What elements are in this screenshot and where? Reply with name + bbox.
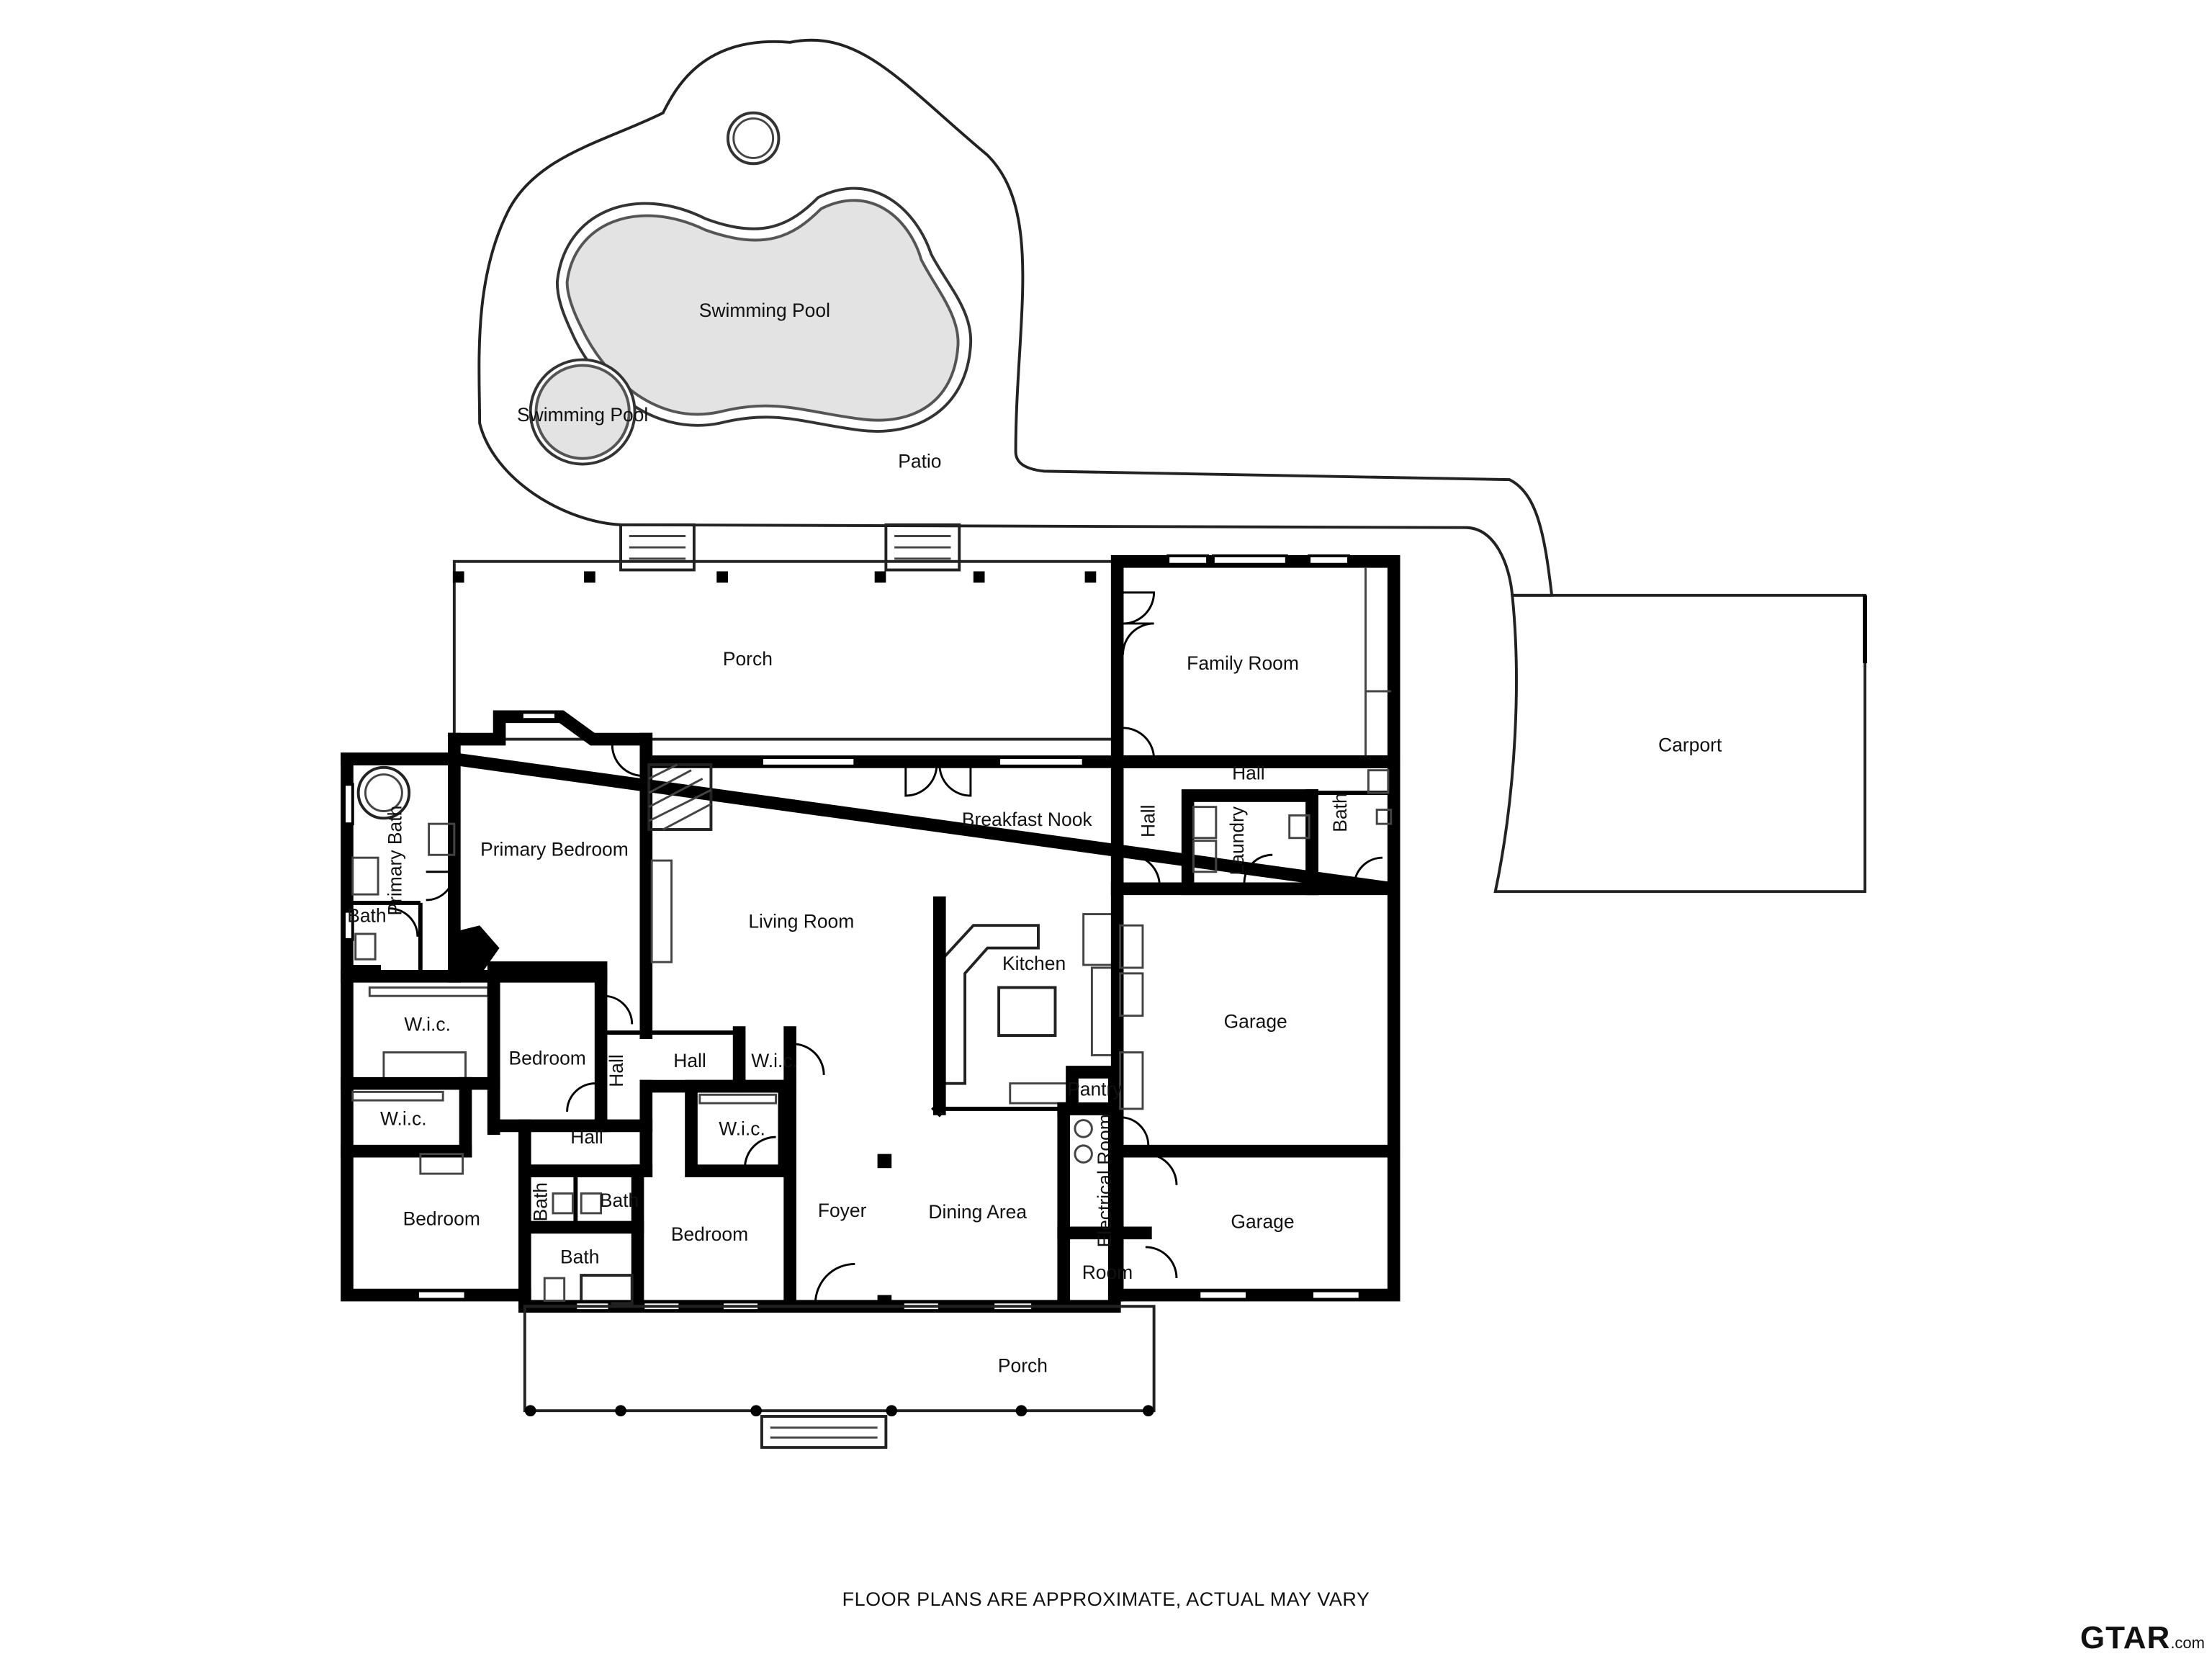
back-steps-left <box>619 523 696 572</box>
label-wic-small-center: W.i.c. <box>751 1050 798 1071</box>
label-bath-lower: Bath <box>560 1246 599 1268</box>
label-family-room: Family Room <box>1187 652 1299 674</box>
label-hall-lower: Hall <box>570 1126 603 1148</box>
label-kitchen: Kitchen <box>1002 953 1066 974</box>
gtar-logo: GTAR.com <box>2080 1620 2205 1656</box>
label-bath-small: Bath <box>347 904 386 926</box>
label-room: Room <box>1082 1262 1133 1283</box>
label-bath-vertical-left: Bath <box>529 1182 551 1221</box>
label-porch-back: Porch <box>723 648 773 670</box>
label-hall-center: Hall <box>673 1050 706 1071</box>
label-hall-vertical: Hall <box>1138 804 1159 837</box>
back-steps-right <box>884 523 961 572</box>
label-wic-left-lower: W.i.c. <box>380 1108 427 1130</box>
label-pantry: Pantry <box>1067 1078 1123 1100</box>
label-bedroom-middle: Bedroom <box>509 1047 586 1069</box>
label-wic-primary: W.i.c. <box>404 1013 451 1035</box>
label-bath-laundry: Bath <box>1329 793 1351 832</box>
logo-suffix-text: .com <box>2170 1634 2205 1652</box>
carport-outline <box>1493 593 1866 894</box>
label-bedroom-left: Bedroom <box>403 1208 480 1230</box>
spa-ring <box>726 111 781 166</box>
label-electrical-room: Electrical Room <box>1094 1114 1115 1247</box>
bedroom-middle-walls <box>487 961 608 1133</box>
pool-small-water <box>534 364 631 460</box>
fireplace <box>457 925 500 976</box>
label-garage-upper: Garage <box>1224 1010 1287 1032</box>
label-hall-center-vertical: Hall <box>606 1054 627 1087</box>
label-swimming-pool-large: Swimming Pool <box>699 300 830 321</box>
bathtub-lower <box>580 1274 634 1305</box>
label-primary-bath: Primary Bath <box>385 806 406 916</box>
logo-main-text: GTAR <box>2080 1620 2171 1655</box>
pool-large-water <box>565 199 960 422</box>
label-porch-front: Porch <box>998 1354 1048 1376</box>
label-bath-center: Bath <box>600 1190 639 1211</box>
label-swimming-pool-small: Swimming Pool <box>517 404 648 426</box>
label-breakfast-nook: Breakfast Nook <box>962 809 1093 830</box>
bathtub-icon <box>356 765 411 820</box>
label-dining-area: Dining Area <box>928 1201 1027 1223</box>
label-foyer: Foyer <box>818 1200 867 1221</box>
label-living-room: Living Room <box>748 910 854 932</box>
label-laundry: Laundry <box>1226 806 1248 875</box>
label-garage-lower: Garage <box>1231 1211 1294 1233</box>
label-hall-upper: Hall <box>1232 763 1265 784</box>
staircase <box>647 763 713 831</box>
kitchen-counter <box>938 924 1040 1085</box>
front-steps <box>760 1415 888 1449</box>
label-primary-bedroom: Primary Bedroom <box>480 838 629 860</box>
disclaimer-text: FLOOR PLANS ARE APPROXIMATE, ACTUAL MAY … <box>842 1588 1370 1610</box>
label-wic-bedroom: W.i.c. <box>719 1118 765 1139</box>
label-bedroom-right: Bedroom <box>671 1223 748 1245</box>
label-carport: Carport <box>1658 734 1722 755</box>
front-porch-outline <box>523 1305 1156 1413</box>
label-patio: Patio <box>898 451 941 472</box>
spa-ring-inner <box>732 117 775 159</box>
kitchen-island <box>997 986 1057 1037</box>
